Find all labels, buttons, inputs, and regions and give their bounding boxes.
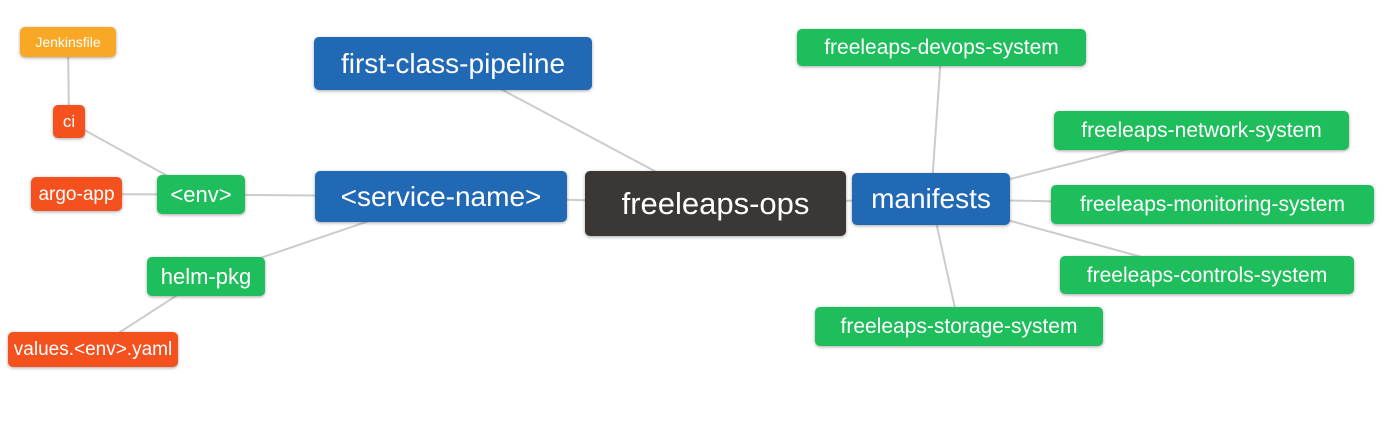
- node-freeleaps-monitoring-system[interactable]: freeleaps-monitoring-system: [1051, 185, 1374, 224]
- node-helm-pkg[interactable]: helm-pkg: [147, 257, 265, 296]
- node-freeleaps-ops[interactable]: freeleaps-ops: [585, 171, 846, 236]
- node-values-env-yaml[interactable]: values.<env>.yaml: [8, 332, 178, 367]
- node-argo-app[interactable]: argo-app: [31, 177, 122, 211]
- node-freeleaps-controls-system[interactable]: freeleaps-controls-system: [1060, 256, 1354, 294]
- node-jenkinsfile[interactable]: Jenkinsfile: [20, 27, 116, 57]
- node-freeleaps-storage-system[interactable]: freeleaps-storage-system: [815, 307, 1103, 346]
- node-service-name[interactable]: <service-name>: [315, 171, 567, 222]
- node-manifests[interactable]: manifests: [852, 173, 1010, 225]
- node-ci[interactable]: ci: [53, 105, 85, 138]
- node-freeleaps-devops-system[interactable]: freeleaps-devops-system: [797, 29, 1086, 66]
- node-first-class-pipeline[interactable]: first-class-pipeline: [314, 37, 592, 90]
- node-freeleaps-network-system[interactable]: freeleaps-network-system: [1054, 111, 1349, 150]
- node-env[interactable]: <env>: [157, 175, 245, 214]
